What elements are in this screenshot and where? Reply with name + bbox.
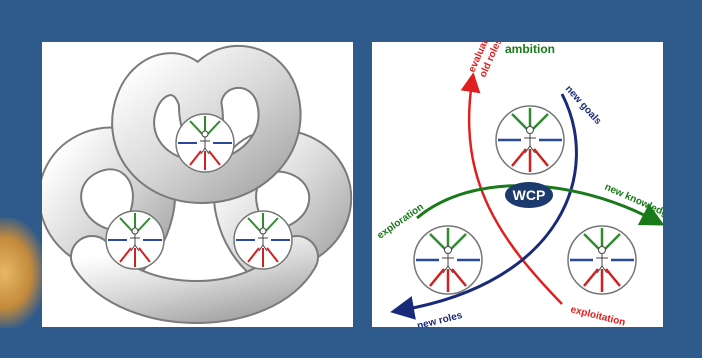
knot-panel (42, 42, 353, 327)
figure-circle-right (234, 211, 292, 269)
figure-circle-left (414, 226, 482, 294)
figure-circle-right (568, 226, 636, 294)
figure-circle-left (106, 211, 164, 269)
exploitation-label: exploitation (569, 304, 626, 327)
exploration-label: exploration (375, 202, 425, 242)
figure-circle-top (496, 106, 564, 174)
new-roles-label: new roles (416, 310, 464, 327)
wcp-label: WCP (513, 187, 546, 203)
ambition-label: ambition (505, 42, 555, 56)
process-diagram: WCP ambition evaluation old roles new go… (372, 42, 663, 327)
new-goals-label: new goals (563, 84, 604, 128)
background-accent (0, 218, 46, 328)
process-panel: WCP ambition evaluation old roles new go… (372, 42, 663, 327)
figure-circle-top (176, 114, 234, 172)
trefoil-knot-diagram (42, 42, 353, 327)
